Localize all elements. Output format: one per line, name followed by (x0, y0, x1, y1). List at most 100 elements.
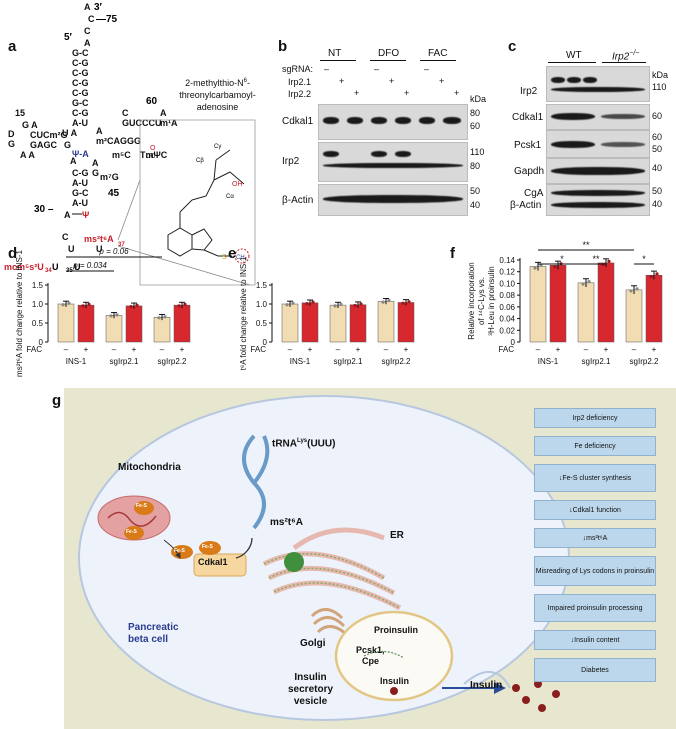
panel-label-b: b (278, 38, 288, 55)
plus-mark: + (454, 88, 460, 98)
golgi-icon (310, 608, 347, 636)
fac-sign: + (604, 345, 609, 354)
data-point (353, 303, 357, 308)
trna-base: U (68, 244, 75, 254)
group-label-wt: WT (566, 50, 582, 61)
label-vesicle: Insulin secretory vesicle (288, 672, 333, 708)
modification-name-line1: 2-methylthio-N (185, 78, 244, 88)
blot-label-actin-b: β-Actin (282, 195, 314, 206)
y-axis-label: of ¹⁴C-Lys vs. (477, 277, 486, 325)
data-point (381, 300, 385, 304)
insulin-granule (534, 680, 542, 688)
group-label: INS-1 (538, 357, 559, 366)
y-tick-label: 0.14 (499, 256, 515, 265)
label-vesicle-3: vesicle (293, 696, 328, 707)
panel-label-d: d (8, 245, 18, 262)
fes-cluster-icon (199, 541, 221, 555)
label-insulin-outer: Insulin (470, 680, 503, 691)
label-mitochondria: Mitochondria (118, 462, 181, 473)
label-insulin-inner: Insulin (380, 676, 409, 686)
fac-sign: + (404, 345, 409, 354)
fac-sign: + (652, 345, 657, 354)
data-point (635, 287, 639, 291)
trna-ms2t6a: ms²t⁶A (84, 234, 114, 244)
marker-40-c5: 40 (652, 199, 663, 209)
trna-base: A A (20, 150, 35, 160)
sig-annotation: p = 0.034 (72, 261, 107, 270)
bar (173, 304, 191, 343)
marker-80-b1: 80 (470, 108, 481, 118)
trna-base: C (84, 26, 91, 36)
trna-base: C-G (72, 68, 89, 78)
marker-60-c: 60 (652, 111, 663, 121)
bar (397, 302, 415, 343)
label-fes-1: Fe-S (136, 503, 147, 509)
modification-name-line2: - (246, 78, 250, 88)
blot-label-cdkal1-b: Cdkal1 (282, 116, 314, 127)
trna-base: G-C (72, 98, 89, 108)
data-point (387, 298, 391, 303)
flow-step: Fe deficiency (534, 436, 656, 456)
fac-sign: – (584, 345, 589, 354)
trna-sub37: 37 (118, 242, 125, 248)
data-point (311, 300, 315, 304)
label-pcsk1: Pcsk1, (356, 645, 385, 655)
label-beta-cell-1: Pancreatic (128, 622, 179, 633)
y-tick-label: 0.10 (499, 279, 515, 288)
data-point (655, 272, 659, 276)
blot-label-pcsk1-c: Pcsk1 (514, 140, 542, 151)
mechanism-flowchart: Irp2 deficiency Fe deficiency ↓Fe-S clus… (534, 408, 656, 718)
y-tick-label: 1.0 (256, 300, 268, 309)
label-fes-3: Fe-S (174, 548, 185, 554)
trna-base: TmΨC (140, 150, 168, 160)
trna-base: C-G (72, 168, 89, 178)
data-point (81, 304, 85, 308)
trna-base: A (84, 2, 91, 12)
trna-mcm5s2u: mcm⁵s²U (4, 262, 44, 272)
trna-base: C (62, 232, 69, 242)
bar (57, 303, 75, 343)
data-point (607, 259, 611, 263)
flow-step: Misreading of Lys codons in proinsulin (534, 556, 656, 586)
data-point (285, 303, 289, 307)
trna-base: m⁷G (100, 172, 119, 182)
modification-name-sup: 6 (243, 78, 247, 84)
group-label: INS-1 (290, 357, 311, 366)
y-tick-label: 1.5 (32, 281, 44, 290)
fac-sign: + (356, 345, 361, 354)
plus-mark: + (354, 88, 360, 98)
y-axis-label: ³H-Leu in proinsulin (487, 266, 496, 335)
trna-base: A (92, 158, 99, 168)
panel-label-g: g (52, 392, 62, 409)
y-tick-label: 0.12 (499, 268, 515, 277)
trna-num-60: 60 (146, 96, 158, 107)
data-point (533, 266, 537, 270)
fac-sign: + (556, 345, 561, 354)
cell-schematic-svg (78, 395, 570, 721)
group-label-irp2ko: Irp2−/− (612, 50, 639, 62)
data-point (629, 289, 633, 293)
trna-base: A-U (72, 178, 88, 188)
data-point (129, 305, 133, 309)
label-er: ER (390, 530, 404, 541)
group-label: sgIrp2.1 (334, 357, 363, 366)
bar (153, 317, 171, 343)
data-point (401, 301, 405, 305)
group-label-fac: FAC (428, 48, 448, 59)
data-point (61, 303, 65, 307)
sig-annotation: p = 0.06 (98, 247, 129, 256)
fac-sign: + (180, 345, 185, 354)
blot-cdkal1-c (546, 104, 650, 130)
trna-base: m¹A (160, 118, 178, 128)
label-vesicle-1: Insulin (294, 672, 327, 683)
trna-base: m⁵C (112, 150, 131, 160)
modification-name: 2-methylthio-N6- threonylcarbamoyl- aden… (160, 75, 275, 113)
group-label-irp2ko-sup: −/− (629, 50, 640, 57)
insulin-granule (552, 690, 560, 698)
fac-sign: – (160, 345, 165, 354)
group-label-dfo: DFO (378, 48, 400, 59)
trna-base: U A (62, 128, 78, 138)
panel-label-f: f (450, 245, 455, 262)
trna-base: G-C (72, 188, 89, 198)
panel-label-a: a (8, 38, 17, 55)
